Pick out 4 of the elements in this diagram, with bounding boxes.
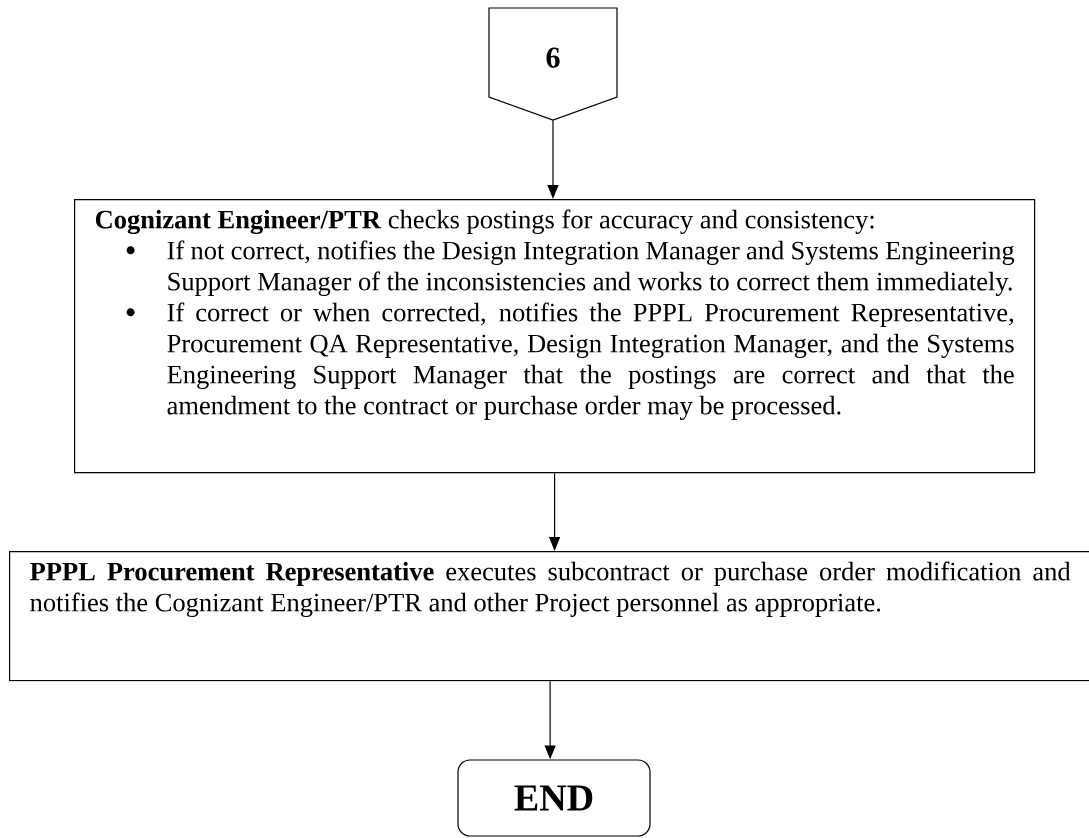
action-box: PPPL Procurement Representative executes subcontract or purchase order modification and notifies the Cognizant Engineer/PTR and other Project personnel as appropriate.: [9, 551, 1089, 682]
off-page-connector: 6: [488, 7, 618, 121]
process-box: Cognizant Engineer/PTR checks postings for accuracy and consistency: If not correct, notifies the Design Integration Manager and Systems Engineering Support Manager of the inconsistencies and works to correct them immediately. If correct or when corrected, notifies the PPPL Procurement Representative, Procurement QA Representative, Design Integration Manager, and the Systems Engineering Support Manager that the postings are correct and that the amendment to the contract or purchase order may be processed.: [74, 199, 1036, 474]
terminator-box: END: [457, 759, 651, 837]
